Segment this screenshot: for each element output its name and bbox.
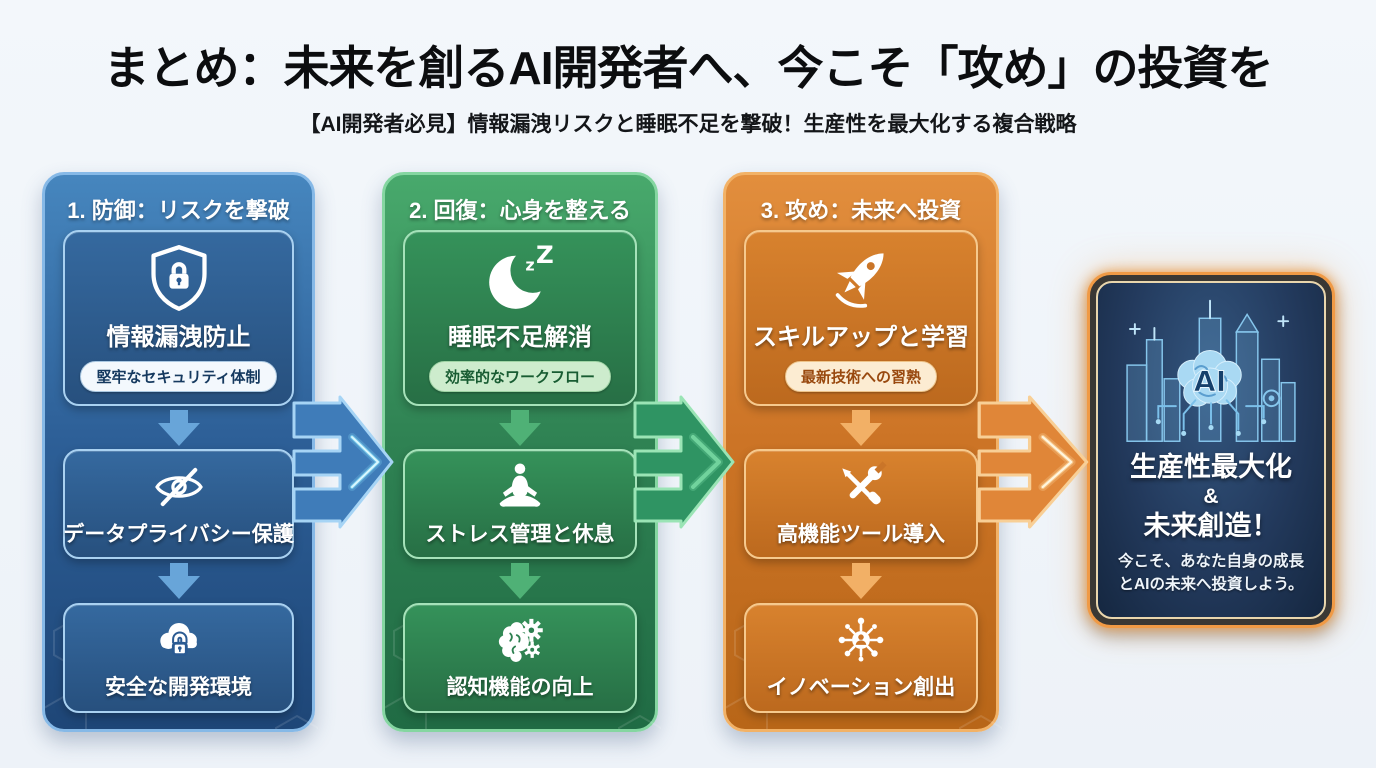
card-secure-dev-env: 安全な開発環境 (63, 602, 294, 713)
down-arrow-icon (840, 409, 882, 446)
card-label: 安全な開発環境 (105, 676, 252, 700)
card-skill-up-learning: スキルアップと学習 最新技術への習熟 (744, 229, 978, 406)
down-arrow-icon (499, 563, 541, 600)
column-offense-header: 3. 攻め：未来へ投資 (760, 198, 962, 223)
result-title-line-1: 生産性最大化 (1130, 452, 1292, 482)
column-defense: 1. 防御：リスクを撃破 情報漏洩防止 堅牢なセキュリティ体制 (42, 172, 318, 732)
shield-lock-icon (150, 244, 207, 311)
result-title-ampersand: & (1203, 484, 1219, 508)
down-arrow-defense-1 (63, 409, 294, 447)
down-arrow-icon (499, 409, 541, 446)
moon-zz-icon: z Z (489, 244, 554, 309)
result-subtitle-line-2: とAIの未来へ投資しよう。 (1118, 575, 1304, 593)
flow-arrow-recovery-to-offense (633, 395, 735, 529)
down-arrow-recovery-2 (403, 562, 637, 600)
down-arrow-icon (157, 563, 200, 600)
badge-security: 堅牢なセキュリティ体制 (80, 360, 277, 392)
card-label: 睡眠不足解消 (448, 323, 592, 351)
result-title: 生産性最大化 & 未来創造！ (1130, 451, 1292, 542)
card-label: 認知機能の向上 (446, 676, 594, 700)
page-subtitle: 【AI開発者必見】情報漏洩リスクと睡眠不足を撃破！生産性を最大化する複合戦略 (299, 113, 1077, 136)
down-arrow-recovery-1 (403, 409, 637, 447)
result-card: AI 生産性最大化 & 未来創造！ 今こそ、あなた自身の成長 とAI (1087, 272, 1335, 628)
eye-slash-icon (154, 467, 203, 506)
card-label: ストレス管理と休息 (425, 522, 615, 546)
svg-text:z: z (525, 255, 534, 274)
column-defense-header: 1. 防御：リスクを撃破 (67, 198, 290, 223)
card-data-privacy: データプライバシー保護 (63, 449, 294, 560)
brain-gears-icon (498, 619, 543, 663)
result-subtitle-line-1: 今こそ、あなた自身の成長 (1117, 553, 1304, 571)
column-offense: 3. 攻め：未来へ投資 スキルアップと学習 最新技術への習熟 (723, 172, 1002, 732)
result-title-line-2: 未来創造！ (1143, 510, 1279, 541)
svg-text:Z: Z (536, 244, 554, 269)
network-icon (838, 618, 884, 663)
card-info-leak-prevention: 情報漏洩防止 堅牢なセキュリティ体制 (63, 229, 294, 406)
result-subtitle: 今こそ、あなた自身の成長 とAIの未来へ投資しよう。 (1118, 551, 1304, 596)
down-arrow-offense-2 (744, 562, 978, 600)
card-label: イノベーション創出 (766, 676, 956, 700)
down-arrow-offense-1 (744, 409, 978, 447)
ai-label: AI (1194, 365, 1226, 398)
card-sleep-recovery: z Z 睡眠不足解消 効率的なワークフロー (403, 229, 637, 406)
rocket-icon (835, 253, 884, 308)
ai-brain-city-illustration: AI (1126, 299, 1296, 442)
column-recovery: 2. 回復：心身を整える z Z 睡眠不足解消 効率的なワークフロー (382, 172, 661, 732)
card-label: スキルアップと学習 (753, 323, 969, 351)
card-label: 情報漏洩防止 (106, 323, 251, 351)
result-card-inner: AI 生産性最大化 & 未来創造！ 今こそ、あなた自身の成長 とAI (1096, 281, 1326, 619)
flow-arrow-offense-to-result (977, 395, 1089, 529)
meditation-icon (499, 463, 541, 507)
card-innovation-creation: イノベーション創出 (744, 602, 978, 713)
badge-workflow: 効率的なワークフロー (428, 360, 611, 392)
down-arrow-defense-2 (63, 562, 294, 600)
card-advanced-tools: 高機能ツール導入 (744, 449, 978, 560)
column-recovery-header: 2. 回復：心身を整える (409, 198, 631, 223)
badge-latest-tech: 最新技術への習熟 (784, 360, 937, 392)
card-stress-management: ストレス管理と休息 (403, 449, 637, 560)
card-label: 高機能ツール導入 (777, 522, 945, 546)
down-arrow-icon (157, 409, 200, 446)
tools-icon (842, 461, 887, 505)
down-arrow-icon (840, 563, 882, 600)
cloud-lock-icon (159, 623, 197, 657)
page-title: まとめ：未来を創るAI開発者へ、今こそ「攻め」の投資を (103, 42, 1274, 94)
flow-arrow-defense-to-recovery (292, 395, 394, 529)
card-label: データプライバシー保護 (63, 522, 294, 546)
card-cognitive-improvement: 認知機能の向上 (403, 602, 637, 713)
